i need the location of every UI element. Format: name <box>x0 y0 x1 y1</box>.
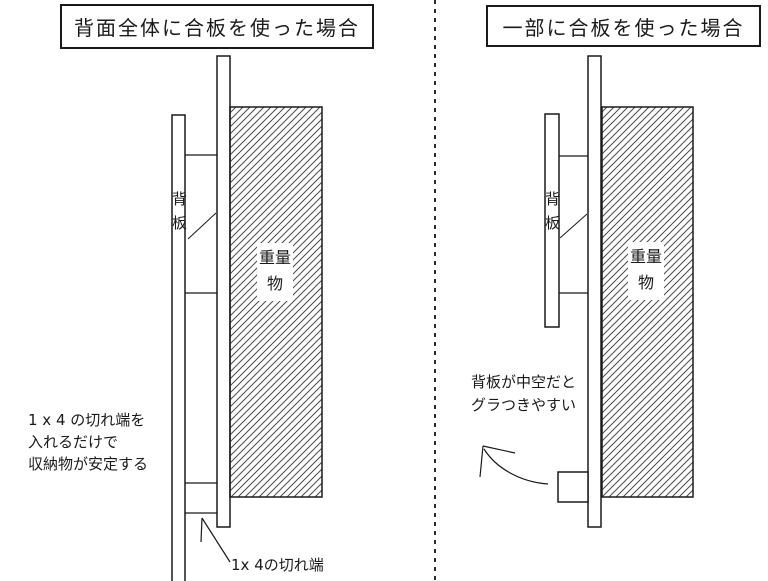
plywood-sheet-left <box>171 114 186 581</box>
backboard-label-left: 背板 <box>171 190 187 232</box>
backboard-leader-left <box>187 212 217 240</box>
note-right-line2: グラつきやすい <box>471 396 577 414</box>
heavy-object-right <box>601 106 694 498</box>
offcut-spacer-lines-left <box>185 154 217 514</box>
note-left: 1 x 4 の切れ端を 入れるだけで 収納物が安定する <box>28 409 148 475</box>
offcut-spacer-lines-right <box>559 155 588 294</box>
note-left-line1: 1 x 4 の切れ端を <box>28 411 146 429</box>
left-title-box: 背面全体に合板を使った場合 <box>60 4 374 49</box>
note-right-line1: 背板が中空だと <box>471 373 577 391</box>
backboard-leader-right <box>559 213 588 239</box>
note-right: 背板が中空だと グラつきやすい <box>471 371 576 417</box>
right-title-box: 一部に合板を使った場合 <box>486 5 761 47</box>
backboard-label-right: 背板 <box>544 190 560 232</box>
note-left-line2: 入れるだけで <box>28 433 119 451</box>
bottom-offcut-block-right <box>557 471 589 503</box>
heavy-object-label-left: 重量物 <box>257 243 293 301</box>
offcut-label-left: 1x 4の切れ端 <box>231 556 324 574</box>
plywood-sheet-right <box>544 113 560 328</box>
right-title: 一部に合板を使った場合 <box>502 15 745 40</box>
heavy-object-label-right: 重量物 <box>628 242 664 300</box>
heavy-object-left <box>229 106 323 498</box>
back-board-left <box>216 55 231 528</box>
note-left-line3: 収納物が安定する <box>28 455 149 473</box>
hollow-arrow-right <box>479 445 549 485</box>
left-title: 背面全体に合板を使った場合 <box>74 16 360 40</box>
back-board-right <box>587 55 602 528</box>
offcut-arrow-left <box>200 517 231 563</box>
